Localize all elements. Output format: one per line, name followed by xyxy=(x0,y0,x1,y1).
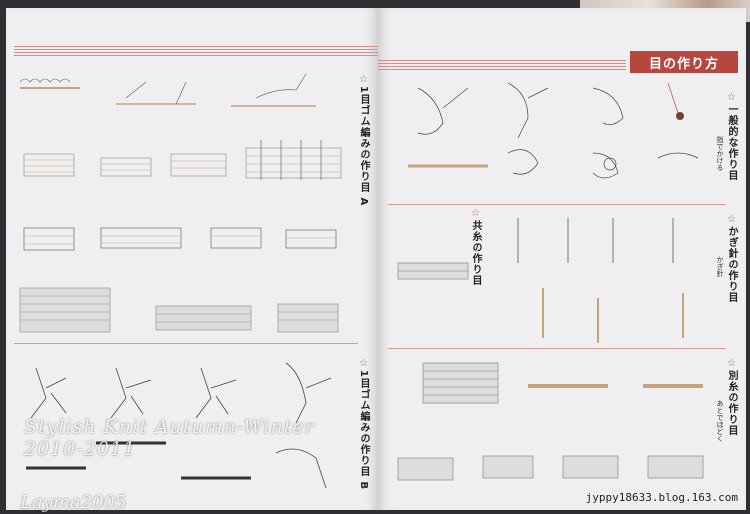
decorative-rules xyxy=(378,60,626,70)
section-title-same-yarn-cast-on: ☆共糸の作り目 xyxy=(470,208,481,286)
blog-url: jyppy18633.blog.163.com xyxy=(585,491,738,504)
section-subtitle-finger: 指でかける xyxy=(716,136,724,171)
right-page: 目の作り方 ☆一般的な作り目 指でかける ☆かぎ針の作り目 かぎ針 ☆共糸の作り… xyxy=(378,8,746,510)
cast-on-diagrams xyxy=(397,82,704,481)
left-page: ☆1目ゴム編みの作り目 A ☆1目ゴム編みの作り目 B xyxy=(6,8,378,513)
section-title-crochet-cast-on: ☆かぎ針の作り目 xyxy=(726,214,737,303)
rib-cast-on-a-diagrams xyxy=(19,73,342,333)
section-title-waste-yarn-cast-on: ☆別糸の作り目 xyxy=(726,358,737,436)
section-divider xyxy=(388,348,726,349)
section-subtitle-unravel-later: あとでほどく xyxy=(716,400,724,442)
author-watermark: Layma2005 xyxy=(20,492,127,513)
section-divider xyxy=(14,343,358,344)
decorative-rules xyxy=(14,46,378,56)
rib-cast-on-b-diagrams xyxy=(26,362,332,489)
section-divider xyxy=(388,204,726,205)
magazine-watermark: Stylish Knit Autumn-Winter 2010-2011 xyxy=(24,416,315,460)
page-title: 目の作り方 xyxy=(630,51,738,73)
section-subtitle-crochet: かぎ針 xyxy=(716,256,724,277)
section-title-rib-cast-on-b: ☆1目ゴム編みの作り目 B xyxy=(358,358,369,491)
section-title-rib-cast-on-a: ☆1目ゴム編みの作り目 A xyxy=(358,74,369,207)
section-title-general-cast-on: ☆一般的な作り目 xyxy=(726,92,737,181)
